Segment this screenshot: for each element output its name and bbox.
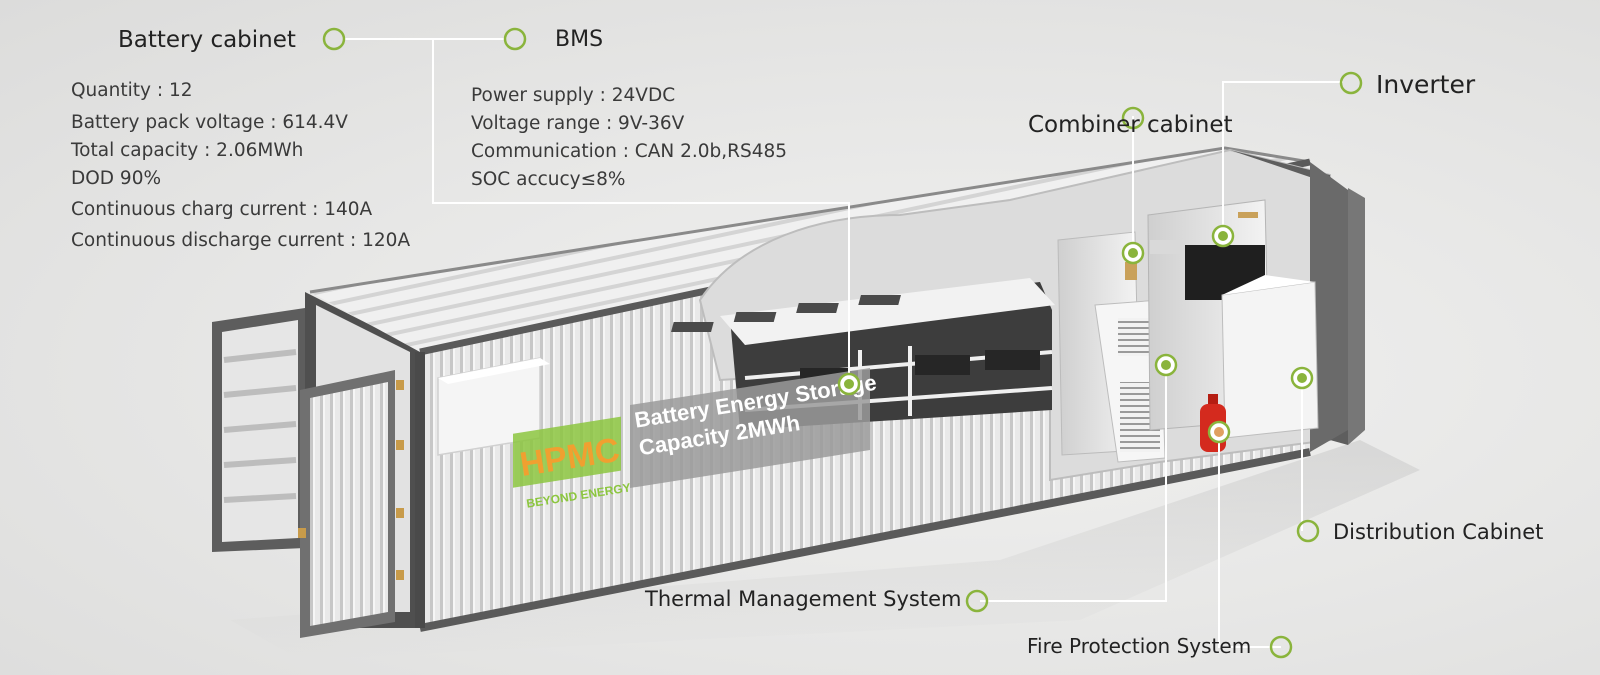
battery-specs: Quantity : 12 Battery pack voltage : 614… — [71, 77, 410, 255]
label-inverter: Inverter — [1376, 70, 1476, 99]
markers — [322, 27, 1363, 659]
left-door-back — [212, 308, 305, 552]
marker-distribution-icon — [1296, 519, 1320, 543]
distribution-cabinet-unit — [1221, 275, 1319, 439]
label-battery-cabinet: Battery cabinet — [118, 27, 296, 53]
marker-battery-cabinet-icon — [322, 27, 346, 51]
label-distribution-cabinet: Distribution Cabinet — [1333, 520, 1544, 544]
right-end-frame — [1348, 188, 1365, 445]
label-fire-protection: Fire Protection System — [1027, 634, 1252, 658]
bms-specs: Power supply : 24VDC Voltage range : 9V-… — [471, 82, 787, 194]
left-door-front — [298, 370, 404, 638]
battery-spec-discharge-current: Continuous discharge current : 120A — [71, 230, 411, 251]
marker-inverter-icon — [1339, 71, 1363, 95]
battery-spec-capacity: Total capacity : 2.06MWh — [71, 140, 304, 161]
leader-lines — [344, 38, 1343, 648]
thermal-management-unit — [1094, 299, 1166, 463]
leader-thermal — [980, 365, 1167, 602]
leader-fire — [1218, 432, 1281, 648]
label-thermal-management: Thermal Management System — [645, 587, 962, 611]
label-combiner-cabinet: Combiner cabinet — [1028, 112, 1233, 138]
leader-bms — [432, 39, 850, 383]
label-bms: BMS — [555, 27, 604, 52]
battery-spec-quantity: Quantity : 12 — [71, 80, 193, 101]
leader-inverter — [1222, 81, 1343, 236]
bms-spec-voltage: Voltage range : 9V-36V — [471, 113, 685, 134]
marker-dots — [844, 231, 1307, 437]
bms-spec-communication: Communication : CAN 2.0b,RS485 — [471, 141, 788, 162]
bms-spec-soc: SOC accucy≤8% — [471, 169, 626, 190]
battery-spec-dod: DOD 90% — [71, 168, 162, 189]
marker-combiner-top-icon — [1121, 106, 1145, 130]
battery-spec-charge-current: Continuous charg current : 140A — [71, 199, 373, 220]
container-banner — [513, 368, 870, 488]
marker-fire-icon — [1269, 635, 1293, 659]
marker-thermal-icon — [965, 589, 989, 613]
bms-spec-power: Power supply : 24VDC — [471, 85, 676, 106]
marker-bms-icon — [503, 27, 527, 51]
battery-spec-voltage: Battery pack voltage : 614.4V — [71, 112, 348, 133]
